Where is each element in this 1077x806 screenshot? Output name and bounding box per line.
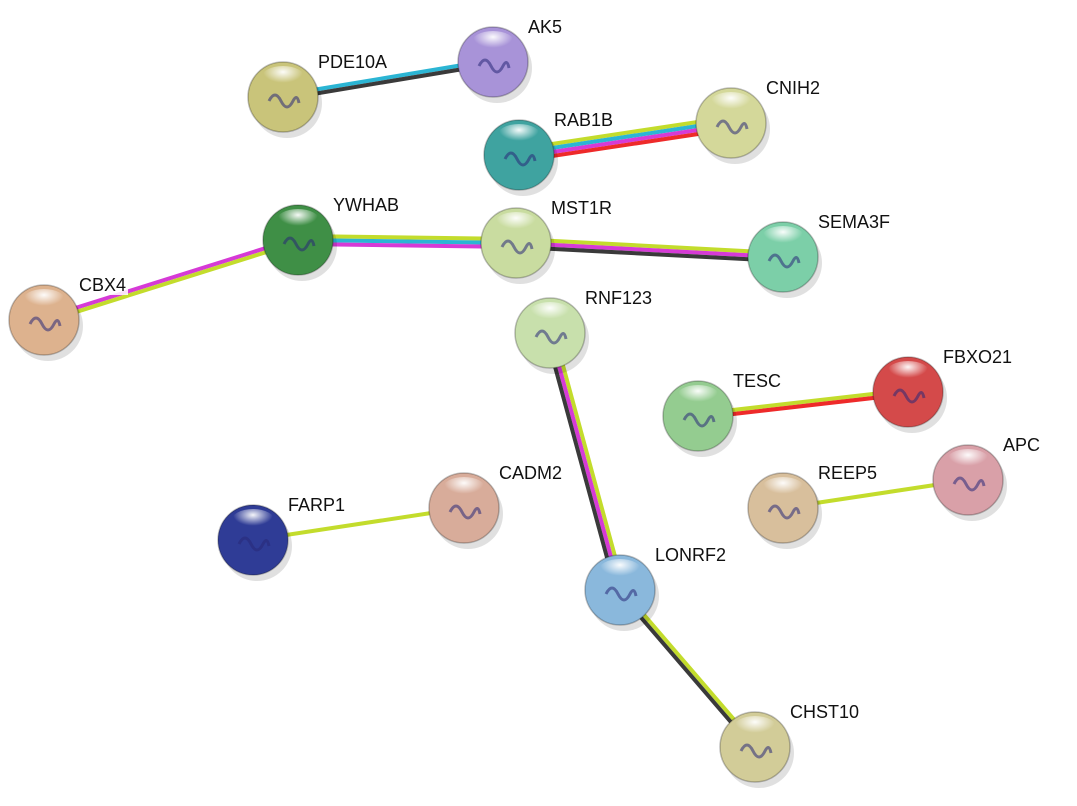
node-gloss [276, 209, 320, 233]
node-gloss [676, 385, 720, 409]
edge-evidence-textmining [697, 388, 908, 417]
node-sema3f[interactable] [747, 221, 822, 298]
node-gloss [22, 289, 66, 313]
node-rab1b[interactable] [483, 119, 558, 196]
node-gloss [761, 477, 805, 501]
node-label: MST1R [549, 198, 615, 218]
protein-structure-icon [767, 253, 801, 269]
protein-structure-icon [500, 239, 534, 255]
node-ak5[interactable] [457, 26, 532, 103]
node-label: AK5 [526, 17, 565, 37]
node-label: YWHAB [331, 195, 402, 215]
edge-evidence-experiments [297, 241, 516, 249]
protein-structure-icon [477, 58, 511, 74]
edge-evidence-database [297, 238, 517, 245]
node-tesc[interactable] [662, 380, 737, 457]
node-label: RAB1B [552, 110, 616, 130]
node-gloss [497, 124, 541, 148]
node-label: CHST10 [788, 702, 862, 722]
edge-MST1R-SEMA3F[interactable] [515, 237, 784, 263]
edge-evidence-coexpression [515, 244, 783, 263]
node-ywhab[interactable] [262, 204, 337, 281]
node-farp1[interactable] [217, 504, 292, 581]
node-gloss [471, 31, 515, 55]
node-gloss [886, 361, 930, 385]
edge-YWHAB-MST1R[interactable] [297, 234, 517, 249]
protein-structure-icon [282, 236, 316, 252]
node-lonrf2[interactable] [584, 554, 659, 631]
node-mst1r[interactable] [480, 207, 555, 284]
node-rnf123[interactable] [514, 297, 589, 374]
protein-structure-icon [237, 536, 271, 552]
edge-evidence-experiments [519, 123, 732, 159]
node-label: FBXO21 [941, 347, 1015, 367]
edge-evidence-experiments [42, 236, 298, 320]
node-cnih2[interactable] [695, 87, 770, 164]
edge-evidence-database [518, 119, 731, 155]
node-label: PDE10A [316, 52, 390, 72]
edge-evidence-textmining [44, 240, 300, 324]
node-gloss [598, 559, 642, 583]
node-gloss [494, 212, 538, 236]
edge-evidence-experiments [515, 241, 784, 259]
protein-structure-icon [767, 504, 801, 520]
node-gloss [528, 302, 572, 326]
edge-evidence-experiments [548, 332, 622, 591]
edge-evidence-fusion [698, 391, 909, 420]
edge-RAB1B-CNIH2[interactable] [517, 115, 733, 163]
protein-structure-icon [682, 412, 716, 428]
protein-structure-icon [604, 586, 638, 602]
node-label: CADM2 [497, 463, 565, 483]
node-label: FARP1 [286, 495, 348, 515]
protein-structure-icon [448, 504, 482, 520]
node-apc[interactable] [932, 444, 1007, 521]
node-label: RNF123 [583, 288, 655, 308]
protein-structure-icon [739, 743, 773, 759]
node-gloss [231, 509, 275, 533]
edge-evidence-textmining [517, 115, 731, 152]
edge-evidence-database [282, 58, 494, 98]
protein-structure-icon [267, 93, 301, 109]
node-gloss [761, 226, 805, 250]
node-label: CNIH2 [764, 78, 823, 98]
node-gloss [946, 449, 990, 473]
protein-structure-icon [952, 476, 986, 492]
protein-structure-icon [892, 388, 926, 404]
edge-evidence-textmining [298, 234, 517, 242]
node-gloss [442, 477, 486, 501]
edge-evidence-textmining [551, 331, 626, 590]
node-cbx4[interactable] [8, 284, 83, 361]
node-label: REEP5 [816, 463, 880, 483]
protein-structure-icon [534, 329, 568, 345]
node-label: TESC [731, 371, 784, 391]
edge-RNF123-LONRF2[interactable] [544, 331, 626, 592]
node-gloss [709, 92, 753, 116]
edge-TESC-FBXO21[interactable] [697, 388, 909, 420]
edge-CBX4-YWHAB[interactable] [42, 236, 300, 324]
node-gloss [733, 716, 777, 740]
node-label: CBX4 [77, 275, 129, 295]
edge-evidence-fusion [519, 126, 733, 163]
node-label: LONRF2 [653, 545, 729, 565]
protein-structure-icon [715, 119, 749, 135]
edge-evidence-coexpression [282, 61, 494, 101]
edge-evidence-coexpression [544, 333, 619, 592]
node-fbxo21[interactable] [872, 356, 947, 433]
node-label: SEMA3F [816, 212, 893, 232]
protein-structure-icon [28, 316, 62, 332]
node-gloss [261, 66, 305, 90]
protein-structure-icon [503, 151, 537, 167]
edge-PDE10A-AK5[interactable] [282, 58, 494, 101]
node-pde10a[interactable] [247, 61, 322, 138]
edge-FARP1-CADM2[interactable] [252, 506, 465, 542]
node-label: APC [1001, 435, 1043, 455]
node-chst10[interactable] [719, 711, 794, 788]
node-reep5[interactable] [747, 472, 822, 549]
edge-evidence-textmining [516, 237, 784, 256]
edge-evidence-textmining [252, 506, 465, 542]
node-cadm2[interactable] [428, 472, 503, 549]
